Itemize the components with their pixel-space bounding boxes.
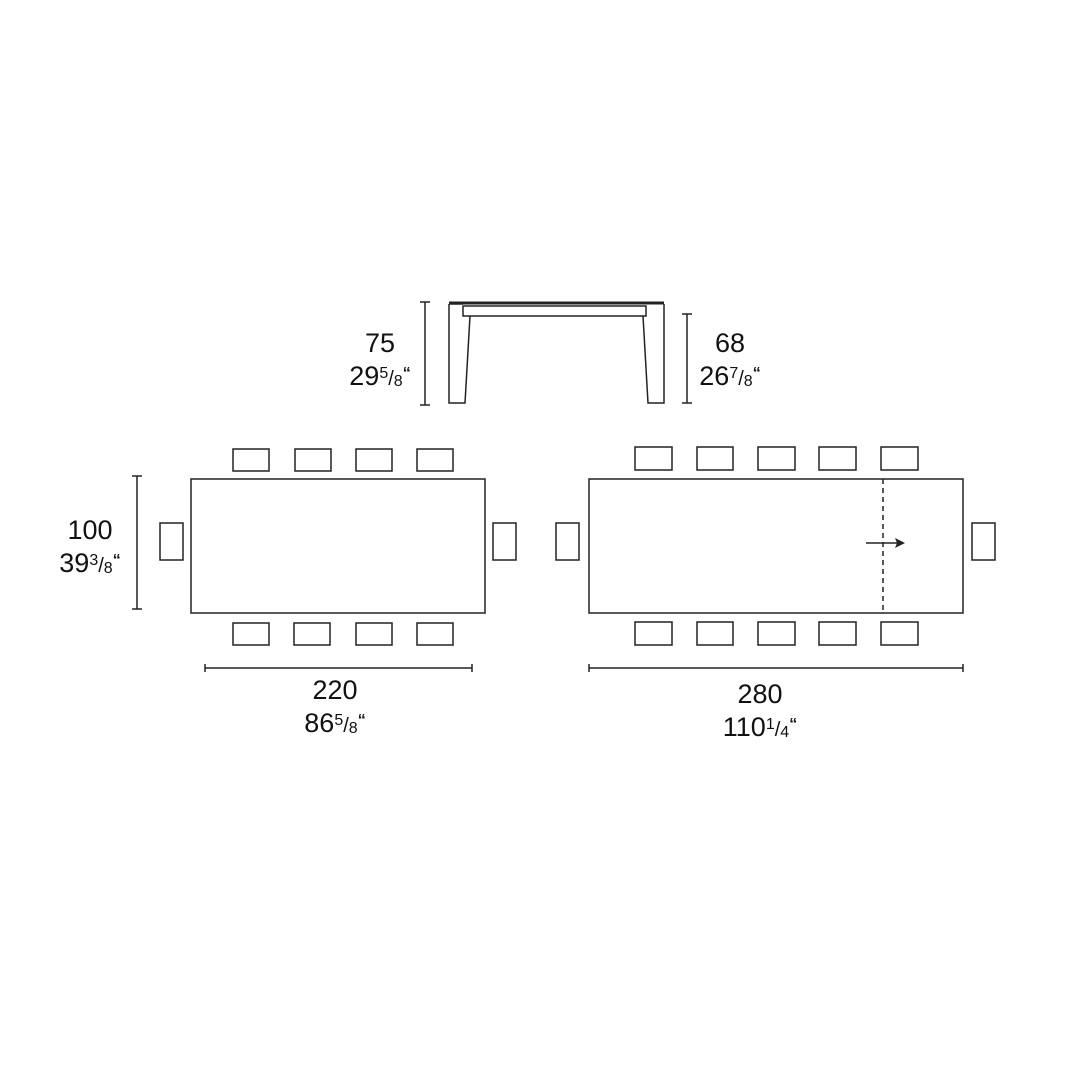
clearance-label: 68 267/8“ [680, 330, 780, 390]
height-total-label: 75 295/8“ [330, 330, 430, 390]
height-cm: 75 [364, 328, 396, 358]
extended-length-dimension-line [588, 664, 964, 672]
closed-length-cm: 220 [312, 675, 358, 705]
depth-inch: 393/8“ [59, 548, 121, 578]
height-inch: 295/8“ [349, 361, 411, 391]
closed-table-plan [159, 448, 517, 646]
extended-length-inch: 1101/4“ [722, 712, 798, 742]
extended-table-plan [555, 446, 996, 646]
clearance-cm: 68 [714, 328, 746, 358]
depth-dimension-line [132, 475, 142, 610]
closed-length-inch: 865/8“ [304, 708, 366, 738]
clearance-dimension-line [682, 313, 692, 404]
clearance-inch: 267/8“ [699, 361, 761, 391]
depth-label: 100 393/8“ [40, 517, 140, 577]
side-elevation [448, 301, 665, 404]
extended-length-cm: 280 [737, 679, 783, 709]
closed-length-dimension-line [204, 664, 473, 672]
depth-cm: 100 [67, 515, 113, 545]
height-dimension-line [420, 301, 430, 406]
extended-length-label: 280 1101/4“ [700, 681, 820, 741]
closed-length-label: 220 865/8“ [285, 677, 385, 737]
